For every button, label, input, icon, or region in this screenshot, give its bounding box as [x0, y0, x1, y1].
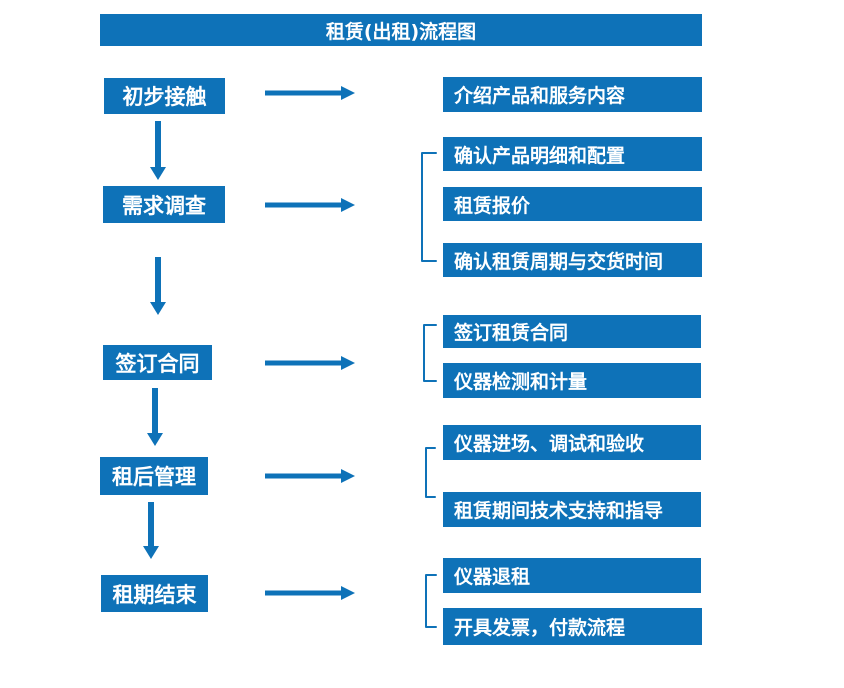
stage-box-demand-survey: 需求调查 — [103, 186, 225, 223]
down-arrow-stage4-to-stage5 — [143, 502, 159, 559]
bracket-stage5-outputs — [425, 574, 437, 628]
right-arrow-stage1 — [265, 86, 355, 100]
down-arrow-stage3-to-stage4 — [147, 388, 163, 446]
bracket-stage3-outputs — [423, 324, 437, 382]
output-box-sign-rental-contract: 签订租赁合同 — [443, 315, 701, 348]
output-box-rental-quotation: 租赁报价 — [443, 187, 702, 221]
output-label: 介绍产品和服务内容 — [454, 85, 626, 107]
output-label: 确认租赁周期与交货时间 — [454, 250, 664, 273]
bracket-stage2-outputs — [421, 152, 437, 262]
output-box-instrument-return: 仪器退租 — [443, 558, 701, 593]
output-label: 仪器进场、调试和验收 — [454, 433, 645, 455]
right-arrow-stage2 — [265, 198, 355, 212]
down-arrow-stage2-to-stage3 — [150, 257, 166, 315]
output-label: 开具发票，付款流程 — [454, 617, 626, 639]
stage-label: 初步接触 — [122, 85, 207, 109]
output-label: 租赁报价 — [454, 194, 531, 217]
output-label: 签订租赁合同 — [454, 322, 569, 344]
title-bar: 租赁(出租)流程图 — [100, 14, 702, 46]
stage-box-rental-end: 租期结束 — [101, 575, 208, 612]
right-arrow-stage3 — [265, 356, 355, 370]
right-arrow-stage5 — [265, 586, 355, 600]
output-label: 仪器退租 — [454, 566, 531, 588]
stage-label: 需求调查 — [122, 193, 206, 218]
output-box-technical-support: 租赁期间技术支持和指导 — [443, 492, 701, 527]
stage-box-post-rental-management: 租后管理 — [100, 457, 208, 495]
page-title: 租赁(出租)流程图 — [325, 20, 477, 43]
output-box-instrument-setup-acceptance: 仪器进场、调试和验收 — [443, 425, 701, 460]
output-box-instrument-inspection: 仪器检测和计量 — [443, 363, 701, 398]
bracket-stage4-outputs — [425, 447, 436, 498]
output-box-introduce-products: 介绍产品和服务内容 — [443, 77, 702, 112]
output-box-confirm-rental-period: 确认租赁周期与交货时间 — [443, 243, 702, 277]
output-label: 仪器检测和计量 — [454, 371, 588, 393]
stage-label: 租期结束 — [112, 582, 197, 607]
stage-box-initial-contact: 初步接触 — [104, 78, 225, 114]
output-box-confirm-product-details: 确认产品明细和配置 — [443, 137, 702, 171]
stage-label: 租后管理 — [112, 465, 196, 489]
stage-label: 签订合同 — [115, 351, 200, 376]
output-box-invoice-payment: 开具发票，付款流程 — [443, 608, 702, 645]
down-arrow-stage1-to-stage2 — [150, 121, 166, 180]
output-label: 租赁期间技术支持和指导 — [454, 500, 664, 522]
right-arrow-stage4 — [265, 469, 355, 483]
output-label: 确认产品明细和配置 — [454, 144, 626, 167]
stage-box-sign-contract: 签订合同 — [103, 345, 212, 380]
